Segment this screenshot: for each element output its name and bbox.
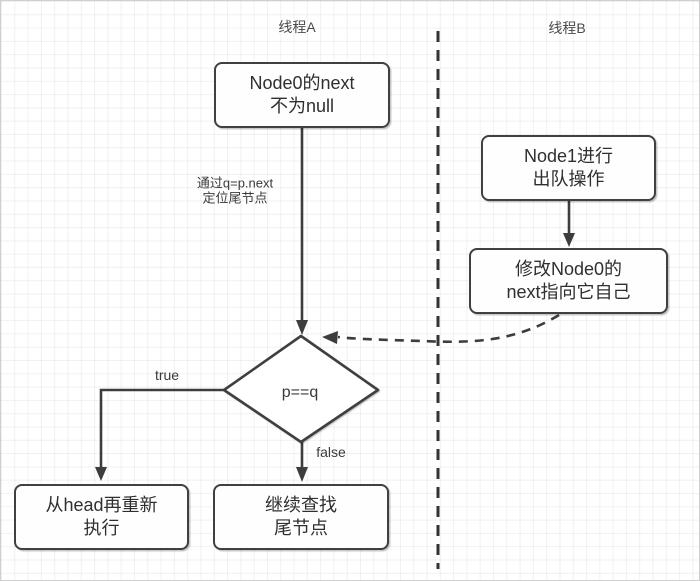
decision-diamond — [222, 334, 380, 444]
arrowhead-left-icon — [322, 331, 338, 344]
node-restart-from-head: 从head再重新 执行 — [14, 484, 189, 550]
arrowhead-down-icon — [296, 467, 308, 482]
node-node0-next-check: Node0的next 不为null — [214, 62, 390, 128]
arrowhead-down-icon — [563, 233, 575, 247]
node-node1-dequeue: Node1进行 出队操作 — [481, 135, 656, 201]
lane-title-thread-b: 线程B — [548, 20, 586, 36]
edge-label-true: true — [154, 367, 180, 383]
lane-title-thread-a: 线程A — [278, 19, 316, 35]
arrowhead-down-icon — [296, 320, 308, 335]
node-modify-node0-next: 修改Node0的 next指向它自己 — [469, 248, 668, 314]
edge-decision-true — [99, 388, 224, 467]
node-continue-find-tail: 继续查找 尾节点 — [213, 484, 389, 550]
edge-label-false: false — [316, 444, 346, 460]
edge-label-locate-tail: 通过q=p.next 定位尾节点 — [196, 175, 274, 206]
decision-label: p==q — [282, 384, 318, 401]
arrowhead-down-icon — [95, 467, 107, 481]
edge-modify-to-decision-dashed — [337, 313, 560, 344]
